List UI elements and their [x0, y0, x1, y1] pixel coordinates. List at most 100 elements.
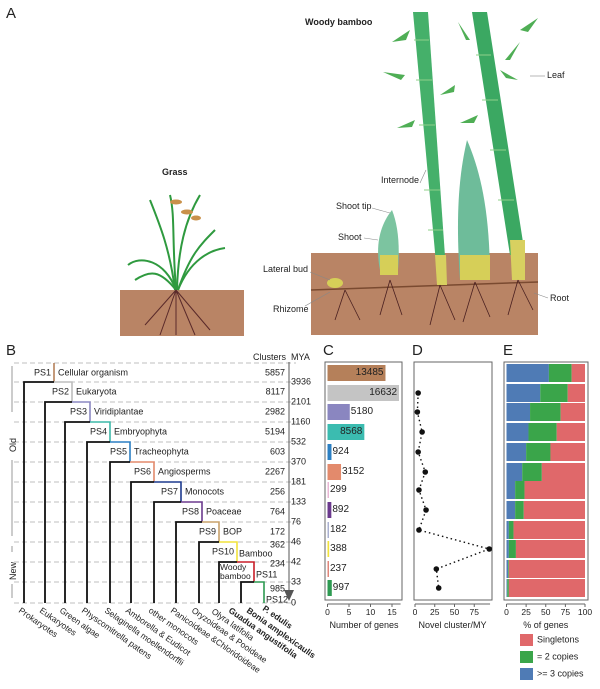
panel-d-tick-label: 25 — [430, 607, 440, 617]
legend-label: >= 3 copies — [537, 668, 584, 679]
stacked-bar-ps12 — [508, 579, 585, 597]
bar-ps9 — [327, 522, 329, 538]
bar-value-label: 237 — [330, 563, 347, 574]
bar-ps10 — [327, 541, 330, 557]
clade-name: Eukaryota — [76, 386, 117, 397]
legend-label: = 2 copies — [537, 651, 579, 662]
cluster-count: 234 — [269, 558, 285, 569]
panel-label-d: D — [412, 342, 423, 359]
cluster-count: 8117 — [265, 386, 285, 397]
mya-value: 46 — [291, 536, 302, 547]
cluster-count: 2982 — [264, 406, 285, 417]
branch-ps12 — [254, 581, 265, 603]
legend-swatch — [520, 634, 533, 646]
panel-d-axis-title: Novel cluster/MY — [418, 620, 487, 630]
bar-ps6 — [327, 464, 342, 480]
clade-name: Woody bamboo — [220, 562, 251, 581]
stacked-bar-ps3 — [506, 403, 531, 421]
clusters-header: Clusters — [252, 352, 286, 362]
mya-value: 3936 — [291, 376, 312, 387]
bar-value-label: 997 — [332, 582, 350, 593]
lineage-line — [175, 521, 202, 603]
lineage-line — [44, 401, 72, 603]
grass-roots — [144, 289, 211, 336]
node-label-ps10: PS10 — [211, 546, 234, 557]
stacked-bar-ps1 — [506, 364, 549, 382]
panel-e-frame — [503, 361, 589, 601]
stacked-bar-ps6 — [541, 463, 585, 481]
stacked-bar-ps9 — [508, 521, 514, 539]
node-label-ps12: PS12 — [266, 594, 289, 605]
label-internode: Internode — [381, 175, 420, 185]
bamboo-roots — [334, 279, 534, 326]
panel-d-frame — [413, 361, 493, 601]
branch-ps7 — [154, 481, 182, 502]
panel-d-tick-label: 75 — [469, 607, 479, 617]
stacked-bar-ps11 — [506, 560, 509, 578]
panel-c-tick-label: 5 — [346, 607, 352, 617]
clade-name: Bamboo — [239, 548, 273, 559]
mya-value: 532 — [291, 436, 307, 447]
clade-name: Angiosperms — [158, 466, 211, 477]
stacked-bar-ps5 — [506, 443, 527, 461]
bar-value-label: 3152 — [342, 466, 365, 477]
panel-c-tick-label: 10 — [365, 607, 376, 617]
bamboo-shoots — [327, 140, 490, 288]
branch-ps5 — [110, 441, 131, 462]
branch-ps10 — [219, 541, 238, 562]
node-label-ps9: PS9 — [198, 526, 216, 537]
new-era-label: New — [8, 561, 18, 580]
data-point-ps9 — [416, 527, 422, 533]
bar-value-label: 16632 — [369, 387, 398, 398]
charts — [324, 361, 589, 680]
panel-d-tick-label: 0 — [412, 607, 418, 617]
bar-value-label: 892 — [332, 504, 350, 515]
node-label-ps7: PS7 — [160, 486, 178, 497]
rhizome-line — [310, 281, 539, 291]
data-point-ps3 — [414, 409, 421, 415]
stacked-bar-ps2 — [506, 384, 541, 402]
branch-ps6 — [130, 461, 155, 482]
mya-value: 133 — [291, 496, 307, 507]
bar-ps1 — [327, 365, 386, 381]
legend-label: Singletons — [537, 634, 580, 645]
mya-value: 2101 — [291, 396, 312, 407]
bar-ps5 — [327, 444, 332, 460]
stacked-bar-ps5 — [526, 443, 551, 461]
stacked-bar-ps3 — [560, 403, 585, 421]
node-label-ps8: PS8 — [181, 506, 199, 517]
stacked-bar-ps9 — [506, 521, 509, 539]
cluster-count: 172 — [269, 526, 285, 537]
bar-ps3 — [327, 404, 350, 420]
old-era-label: Old — [8, 437, 18, 452]
clade-name: Tracheophyta — [134, 446, 189, 457]
data-point-ps2 — [415, 390, 421, 396]
cluster-count: 256 — [269, 486, 285, 497]
stacked-bar-ps10 — [506, 540, 509, 558]
lineage-line — [198, 541, 219, 603]
lineage-line — [240, 581, 254, 603]
stacked-bar-ps5 — [550, 443, 585, 461]
clade-name: Viridiplantae — [94, 406, 144, 417]
panel-c-frame — [324, 361, 403, 601]
bar-value-label: 8568 — [340, 426, 363, 437]
mya-value: 33 — [291, 576, 302, 587]
clade-name: Embryophyta — [114, 426, 168, 437]
stacked-bar-ps8 — [515, 501, 524, 519]
label-rhizome: Rhizome — [273, 304, 309, 314]
cluster-count: 603 — [269, 446, 285, 457]
annotation-leader-lines — [304, 75, 549, 307]
bar-value-label: 924 — [332, 446, 350, 457]
legend-swatch — [520, 651, 533, 663]
lateral-bud — [327, 278, 343, 288]
stacked-bar-ps8 — [506, 501, 516, 519]
woody-bamboo-title: Woody bamboo — [305, 17, 373, 27]
node-label-ps3: PS3 — [69, 406, 87, 417]
bar-ps8 — [327, 502, 332, 518]
bar-ps12 — [327, 580, 332, 596]
panel-c-tick-label: 15 — [387, 607, 397, 617]
stacked-bar-ps1 — [548, 364, 572, 382]
data-point-ps7 — [416, 487, 422, 493]
clade-name: Poaceae — [206, 506, 242, 517]
